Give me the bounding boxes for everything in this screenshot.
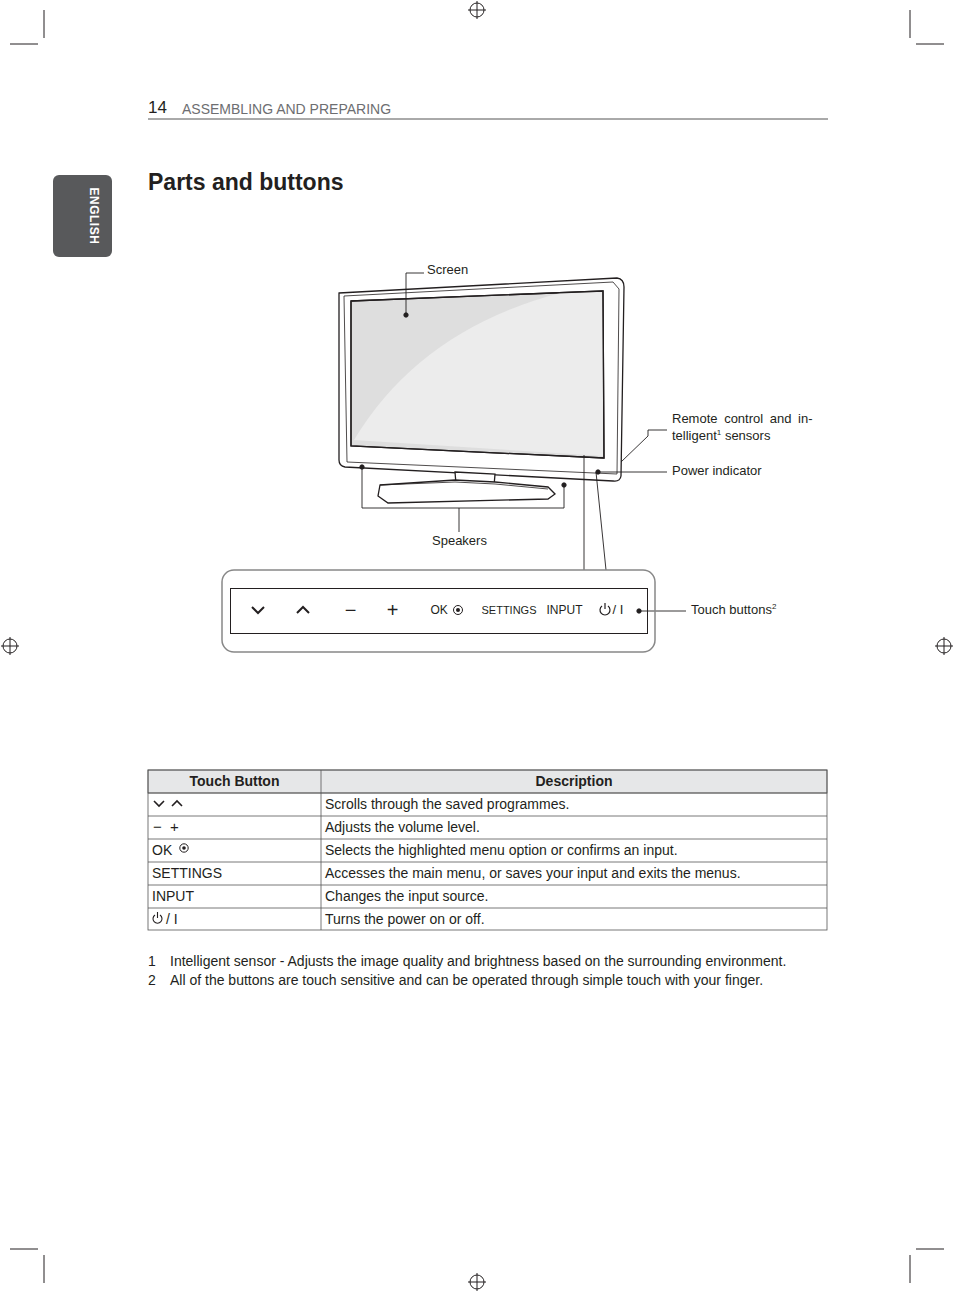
button-label: OK (431, 604, 448, 618)
footnote-mark: 1 (717, 428, 721, 437)
table-header: Description (535, 773, 612, 789)
table-icons (153, 801, 188, 923)
button-label: SETTINGS (482, 604, 537, 617)
table-cell: / I (166, 911, 178, 927)
header-rule (148, 119, 828, 120)
footnote-mark: 2 (772, 602, 776, 611)
table-cell: INPUT (152, 888, 194, 904)
language-tab-bg (53, 175, 112, 257)
part-label: Speakers (432, 534, 487, 549)
tab-label: ENGLISH (86, 188, 100, 245)
table-cell: Scrolls through the saved programmes. (325, 796, 569, 812)
footnote-number: 1 (148, 953, 156, 969)
button-label: + (387, 599, 399, 622)
part-label: sensors (725, 428, 771, 443)
leader-lines (360, 273, 686, 613)
table-cell: Turns the power on or off. (325, 911, 485, 927)
footnote-number: 2 (148, 972, 156, 988)
footnote-text: Intelligent sensor - Adjusts the image q… (170, 953, 786, 969)
part-label: Screen (427, 263, 468, 278)
callout-frame (222, 570, 655, 652)
part-label: Remote control and in- (672, 412, 813, 427)
table-cell: OK (152, 842, 172, 858)
table-cell: Adjusts the volume level. (325, 819, 480, 835)
page-title: Parts and buttons (148, 169, 344, 195)
table-cell: Changes the input source. (325, 888, 488, 904)
text-line: Touch buttons2 (691, 602, 776, 618)
tv-illustration (339, 278, 624, 503)
button-label: − (345, 599, 357, 622)
touch-button-strip: − + OK SETTINGS INPUT / I (230, 588, 648, 634)
language-tab: ENGLISH (53, 175, 112, 257)
table-cell: SETTINGS (152, 865, 222, 881)
table-cell: − + (153, 818, 179, 835)
footnote-text: All of the buttons are touch sensitive a… (170, 972, 763, 988)
page-number: 14 (148, 98, 167, 118)
part-label: telligent (672, 428, 717, 443)
part-label: Touch buttons (691, 602, 772, 617)
button-label: / I (613, 603, 624, 618)
table-header: Touch Button (190, 773, 280, 789)
table-cell: Selects the highlighted menu option or c… (325, 842, 678, 858)
table-cell: Accesses the main menu, or saves your in… (325, 865, 741, 881)
section-header: ASSEMBLING AND PREPARING (182, 101, 391, 117)
spec-table (148, 770, 827, 930)
text-line: telligent1 sensors (672, 428, 770, 444)
part-label: Power indicator (672, 464, 762, 479)
button-label: INPUT (547, 604, 583, 618)
